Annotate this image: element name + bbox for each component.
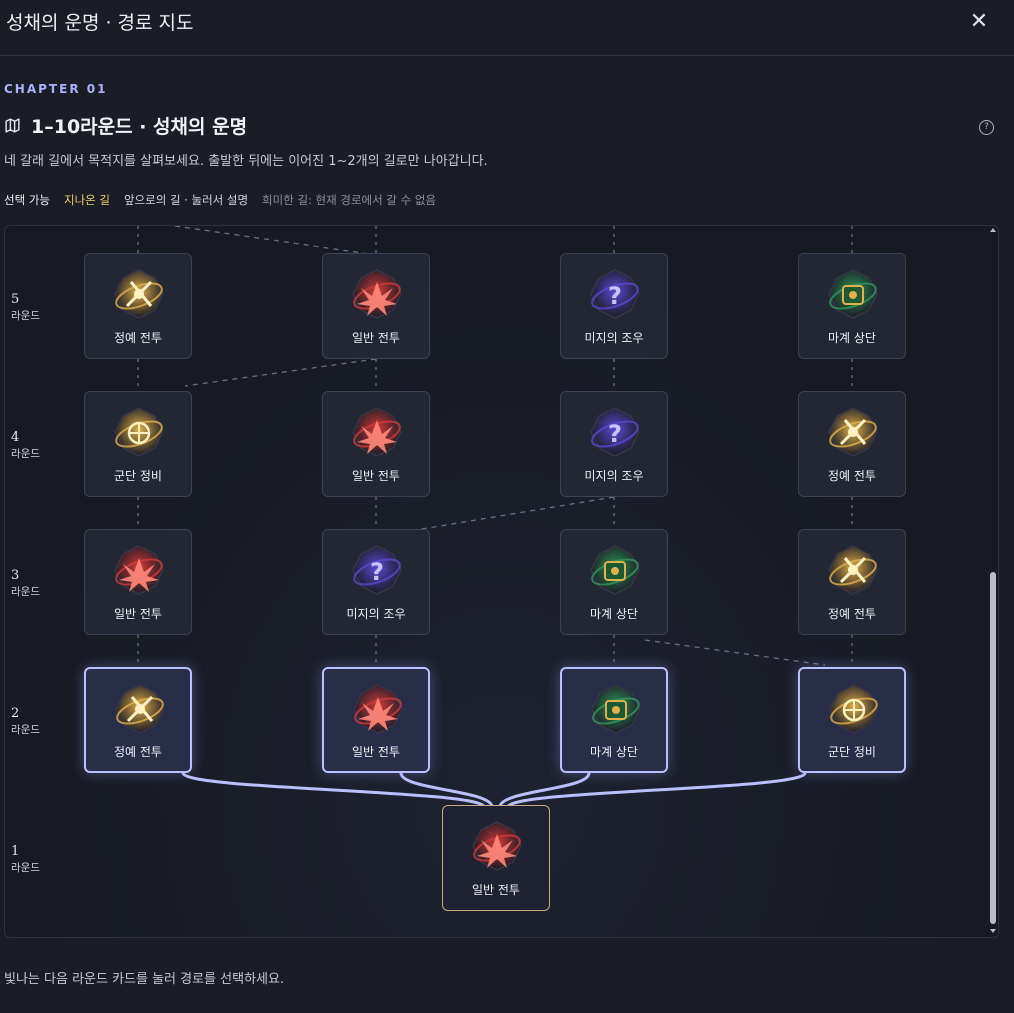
- node-label: 일반 전투: [114, 607, 162, 621]
- mystery-icon: ?: [352, 545, 402, 595]
- round-unit: 라운드: [11, 724, 40, 736]
- legend: 선택 가능 지나온 길 앞으로의 길 · 눌러서 설명 희미한 길: 현재 경로…: [4, 192, 436, 208]
- elite-icon: [114, 269, 164, 319]
- node-label: 일반 전투: [472, 883, 520, 897]
- round-unit: 라운드: [11, 448, 40, 460]
- legend-upcoming: 앞으로의 길 · 눌러서 설명: [123, 193, 249, 207]
- route-node-mystery[interactable]: ? 미지의 조우: [560, 253, 668, 359]
- route-node-battle[interactable]: 일반 전투: [322, 667, 430, 773]
- route-node-elite[interactable]: 정예 전투: [84, 667, 192, 773]
- node-label: 마계 상단: [590, 745, 638, 759]
- node-label: 일반 전투: [352, 331, 400, 345]
- battle-icon: [353, 684, 403, 734]
- scroll-down-icon[interactable]: [990, 929, 996, 933]
- elite-icon: [828, 545, 878, 595]
- node-label: 정예 전투: [114, 745, 162, 759]
- title-bar: 성채의 운명 · 경로 지도 ✕: [0, 0, 1014, 56]
- page-description: 네 갈래 길에서 목적지를 살펴보세요. 출발한 뒤에는 이어진 1~2개의 길…: [4, 154, 488, 169]
- elite-icon: [115, 684, 165, 734]
- help-icon[interactable]: ?: [979, 120, 994, 135]
- route-line: [181, 771, 486, 809]
- scroll-thumb[interactable]: [990, 572, 996, 924]
- node-label: 마계 상단: [590, 607, 638, 621]
- node-label: 정예 전투: [828, 469, 876, 483]
- map-icon: [5, 118, 20, 133]
- round-number: 1: [11, 844, 20, 859]
- route-node-battle[interactable]: 일반 전투: [322, 391, 430, 497]
- round-label: 1 라운드: [11, 843, 40, 876]
- svg-text:?: ?: [608, 282, 622, 310]
- shop-icon: [591, 684, 641, 734]
- round-label: 2 라운드: [11, 705, 40, 738]
- route-line: [644, 639, 826, 666]
- page-title: 1–10라운드 · 성채의 운명: [31, 116, 248, 138]
- route-node-battle[interactable]: 일반 전투: [84, 529, 192, 635]
- route-node-elite[interactable]: 정예 전투: [84, 253, 192, 359]
- battle-icon: [114, 545, 164, 595]
- armory-icon: [114, 407, 164, 457]
- route-lines: [137, 226, 853, 809]
- route-node-elite[interactable]: 정예 전투: [798, 391, 906, 497]
- route-node-elite[interactable]: 정예 전투: [798, 529, 906, 635]
- node-label: 미지의 조우: [346, 607, 406, 621]
- node-label: 마계 상단: [828, 331, 876, 345]
- round-unit: 라운드: [11, 586, 40, 598]
- legend-selectable: 선택 가능: [4, 193, 50, 207]
- footer-hint: 빛나는 다음 라운드 카드를 눌러 경로를 선택하세요.: [4, 972, 285, 987]
- round-label: 5 라운드: [11, 291, 40, 324]
- route-line: [399, 772, 494, 808]
- legend-faint: 희미한 길: 현재 경로에서 갈 수 없음: [262, 193, 436, 207]
- window-title: 성채의 운명 · 경로 지도: [6, 12, 194, 34]
- route-node-shop[interactable]: 마계 상단: [798, 253, 906, 359]
- round-label: 3 라운드: [11, 567, 40, 600]
- legend-passed: 지나온 길: [63, 193, 110, 207]
- chapter-label: CHAPTER 01: [4, 82, 108, 96]
- route-map: 5 라운드 정예 전투 일반 전투 ? 미지의 조우 마계 상단 4 라운드 군단 정…: [4, 225, 999, 938]
- node-label: 군단 정비: [828, 745, 876, 759]
- round-unit: 라운드: [11, 862, 40, 874]
- route-node-mystery[interactable]: ? 미지의 조우: [322, 529, 430, 635]
- battle-icon: [472, 821, 522, 871]
- round-unit: 라운드: [11, 310, 40, 322]
- node-label: 정예 전투: [114, 331, 162, 345]
- route-node-shop[interactable]: 마계 상단: [560, 529, 668, 635]
- svg-text:?: ?: [608, 420, 622, 448]
- round-number: 4: [11, 430, 20, 445]
- elite-icon: [828, 407, 878, 457]
- round-number: 3: [11, 568, 20, 583]
- route-node-armory[interactable]: 군단 정비: [84, 391, 192, 497]
- svg-text:?: ?: [370, 558, 384, 586]
- node-label: 군단 정비: [114, 469, 162, 483]
- armory-icon: [829, 684, 879, 734]
- node-label: 미지의 조우: [584, 469, 644, 483]
- battle-icon: [352, 407, 402, 457]
- route-line: [184, 358, 377, 387]
- round-number: 2: [11, 706, 20, 721]
- mystery-icon: ?: [590, 407, 640, 457]
- route-node-shop[interactable]: 마계 상단: [560, 667, 668, 773]
- battle-icon: [352, 269, 402, 319]
- scrollbar[interactable]: [987, 226, 998, 937]
- node-label: 미지의 조우: [584, 331, 644, 345]
- shop-icon: [590, 545, 640, 595]
- round-label: 4 라운드: [11, 429, 40, 462]
- route-node-battle[interactable]: 일반 전투: [322, 253, 430, 359]
- scroll-up-icon[interactable]: [990, 228, 996, 232]
- node-label: 일반 전투: [352, 745, 400, 759]
- shop-icon: [828, 269, 878, 319]
- page-heading: 1–10라운드 · 성채의 운명: [4, 112, 247, 139]
- route-node-mystery[interactable]: ? 미지의 조우: [560, 391, 668, 497]
- node-label: 일반 전투: [352, 469, 400, 483]
- close-icon[interactable]: ✕: [969, 9, 989, 34]
- route-node-armory[interactable]: 군단 정비: [798, 667, 906, 773]
- route-node-battle[interactable]: 일반 전투: [442, 805, 550, 911]
- route-line: [174, 226, 377, 256]
- route-line: [498, 772, 591, 808]
- route-line: [409, 496, 615, 532]
- mystery-icon: ?: [590, 269, 640, 319]
- node-label: 정예 전투: [828, 607, 876, 621]
- round-number: 5: [11, 292, 20, 307]
- route-line: [506, 771, 807, 809]
